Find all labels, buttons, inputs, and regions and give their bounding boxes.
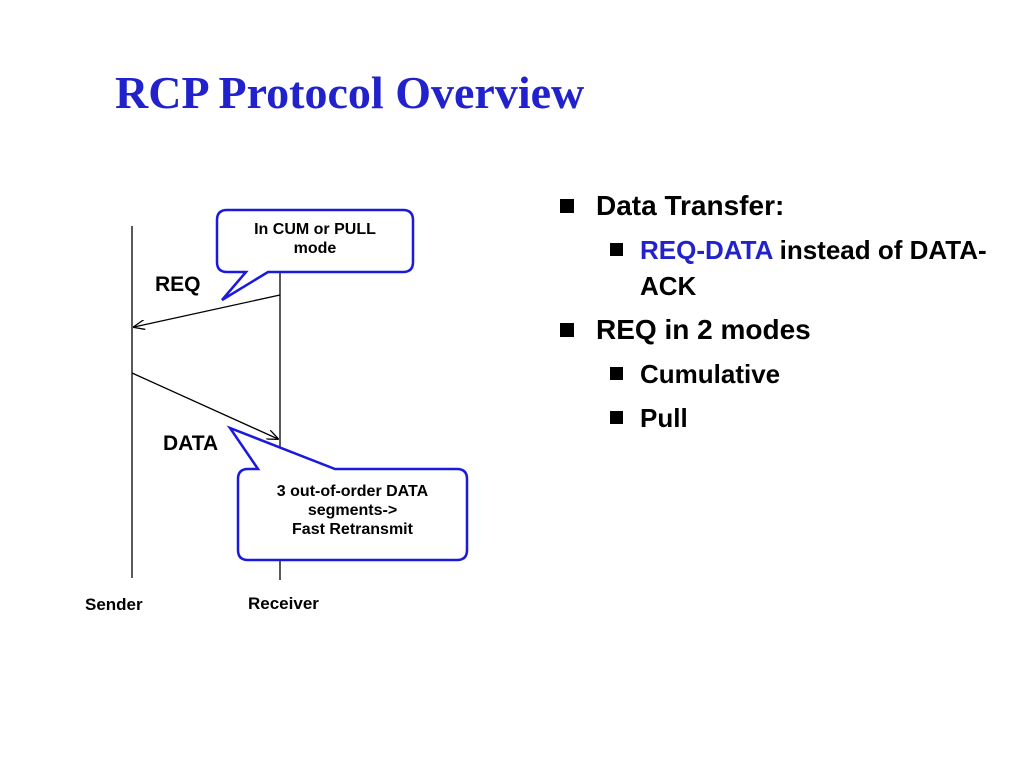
req-data-highlight: REQ-DATA bbox=[640, 235, 773, 265]
bottom-callout-text: 3 out-of-order DATA segments-> Fast Retr… bbox=[238, 482, 467, 539]
receiver-label: Receiver bbox=[248, 594, 319, 613]
data-arrow bbox=[131, 372, 278, 439]
bullet-req-modes-text: REQ in 2 modes bbox=[596, 314, 811, 345]
bullet-req-data: REQ-DATA instead of DATA-ACK bbox=[610, 232, 1000, 304]
slide-title: RCP Protocol Overview bbox=[115, 67, 585, 118]
sender-label: Sender bbox=[85, 595, 143, 614]
bullet-pull: Pull bbox=[610, 400, 1000, 436]
square-bullet-icon bbox=[560, 199, 574, 213]
req-label: REQ bbox=[155, 273, 201, 296]
bullet-data-transfer-text: Data Transfer: bbox=[596, 190, 785, 221]
square-bullet-icon bbox=[610, 411, 623, 424]
top-callout-line-1: In CUM or PULL bbox=[254, 221, 376, 238]
req-arrow bbox=[134, 294, 281, 327]
req-data-rest-text: instead of DATA-ACK bbox=[640, 235, 987, 301]
data-label: DATA bbox=[163, 432, 219, 455]
bullet-cumulative-text: Cumulative bbox=[640, 359, 781, 389]
bullet-pull-text: Pull bbox=[640, 403, 688, 433]
bullet-cumulative: Cumulative bbox=[610, 356, 1000, 392]
bottom-callout-line-2: segments-> bbox=[307, 502, 398, 519]
top-callout-line-2: mode bbox=[293, 240, 337, 257]
bottom-callout-bubble bbox=[226, 425, 469, 562]
top-callout-text: In CUM or PULL mode bbox=[217, 220, 413, 258]
square-bullet-icon bbox=[560, 323, 574, 337]
bullet-data-transfer: Data Transfer: bbox=[560, 188, 1000, 224]
square-bullet-icon bbox=[610, 243, 623, 256]
bullet-req-modes: REQ in 2 modes bbox=[560, 312, 1000, 348]
bottom-callout-line-1: 3 out-of-order DATA bbox=[276, 483, 429, 500]
bottom-callout-line-3: Fast Retransmit bbox=[292, 521, 413, 538]
square-bullet-icon bbox=[610, 367, 623, 380]
top-callout-bubble bbox=[215, 208, 415, 302]
bullet-list: Data Transfer: REQ-DATA instead of DATA-… bbox=[560, 188, 1000, 444]
